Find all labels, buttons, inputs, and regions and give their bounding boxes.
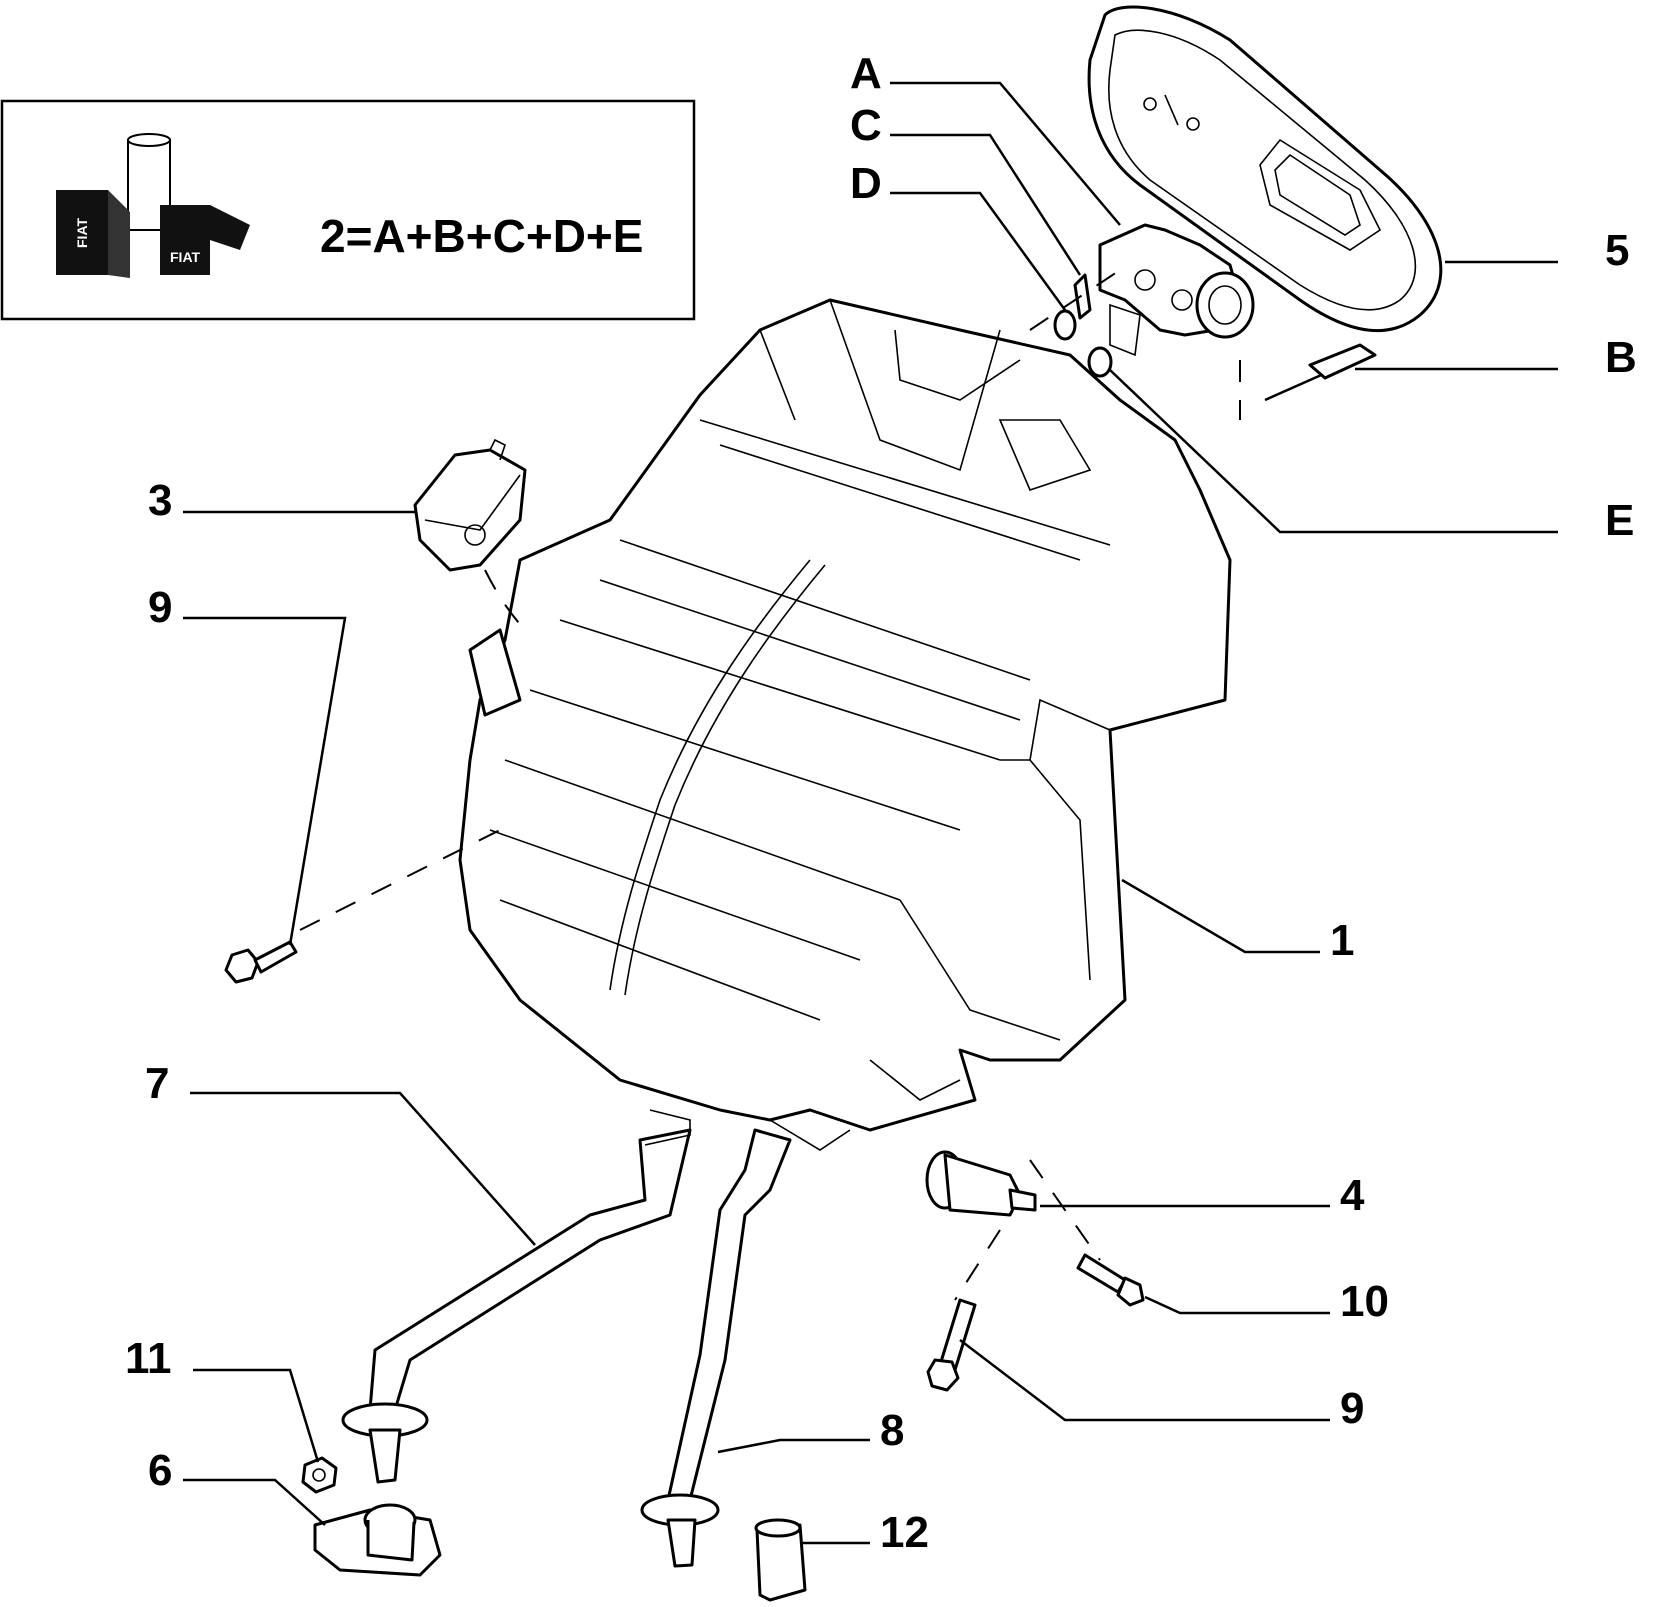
fiat-logo: FIAT FIAT <box>56 133 250 278</box>
label-9-left: 9 <box>148 583 172 632</box>
label-8: 8 <box>880 1406 904 1455</box>
part-11-nut <box>301 1456 338 1494</box>
part-9-bolt-right <box>926 1298 977 1392</box>
part-7-drain-pipe <box>341 1109 692 1484</box>
callout-labels: A C D 5 B E 3 9 1 7 4 10 9 11 8 6 12 <box>125 49 1637 1557</box>
heater-housing <box>458 298 1232 1151</box>
label-10: 10 <box>1340 1277 1389 1326</box>
label-e: E <box>1605 496 1634 545</box>
part-a-expansion-valve <box>1098 223 1255 339</box>
part-e-o-ring <box>1087 346 1113 378</box>
logo-text-left: FIAT <box>74 217 90 248</box>
part-d-o-ring <box>1053 309 1077 341</box>
label-6: 6 <box>148 1446 172 1495</box>
part-b-bolt <box>1264 343 1377 402</box>
assembly-axes <box>299 269 1241 1301</box>
legend-box: FIAT FIAT 2=A+B+C+D+E <box>0 99 696 321</box>
logo-text-right: FIAT <box>170 249 201 265</box>
part-c-clip <box>1073 273 1092 320</box>
label-1: 1 <box>1330 916 1354 965</box>
label-b: B <box>1605 333 1637 382</box>
label-11: 11 <box>125 1334 172 1383</box>
label-7: 7 <box>145 1059 169 1108</box>
seals <box>1053 273 1141 378</box>
part-5-seal-plate <box>1087 5 1443 333</box>
label-d: D <box>850 159 882 208</box>
label-12: 12 <box>880 1508 929 1557</box>
part-9-bolt-left <box>224 940 298 984</box>
part-6-bracket <box>313 1503 442 1577</box>
label-9-right: 9 <box>1340 1384 1364 1433</box>
part-12-sleeve <box>754 1518 807 1602</box>
label-3: 3 <box>148 476 172 525</box>
kit-formula: 2=A+B+C+D+E <box>320 210 643 262</box>
label-5: 5 <box>1605 226 1629 275</box>
label-c: C <box>850 101 882 150</box>
part-10-screw <box>1076 1253 1145 1307</box>
part-3-actuator <box>413 438 527 572</box>
label-a: A <box>850 49 882 98</box>
part-4-sensor <box>925 1150 1037 1217</box>
part-8-drain-pipe <box>640 1128 792 1568</box>
leader-lines <box>183 81 1558 1545</box>
label-4: 4 <box>1340 1171 1365 1220</box>
